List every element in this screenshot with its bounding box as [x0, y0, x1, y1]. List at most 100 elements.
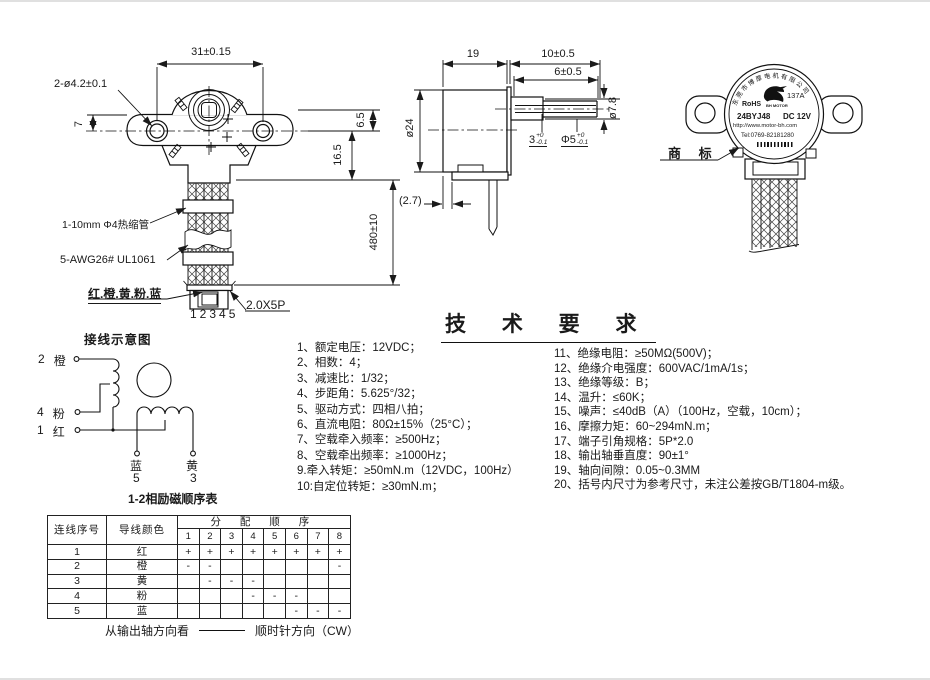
step-header: 8 [328, 528, 351, 545]
table-row: 3 黄 --- [47, 573, 351, 590]
dim-boss-dia: ø7.8 [607, 97, 619, 120]
tech-requirements-title: 技 术 要 求 [441, 308, 656, 343]
barcode [757, 142, 793, 147]
tech-item: 9.牵入转矩：≥50mN.m（12VDC，100Hz） [297, 465, 519, 478]
seq-cell [177, 573, 200, 590]
wire-color: 黄 [106, 573, 178, 590]
front-view [86, 60, 400, 312]
tech-item: 4、步距角：5.625°/32； [297, 388, 422, 401]
table-row: 5 蓝 --- [47, 603, 351, 619]
dim-ref-27: (2.7) [399, 195, 422, 207]
seq-cell: - [306, 603, 330, 619]
dim-offset-65: 6.5 [355, 112, 367, 128]
seq-cell: - [198, 573, 222, 590]
wire-number: 2 [47, 558, 107, 575]
tech-item: 17、端子引角规格：5P*2.0 [554, 435, 694, 448]
seq-cell [177, 588, 200, 605]
step-header: 3 [220, 528, 243, 545]
seq-cell [263, 558, 286, 575]
dim-flat-tol: 3+0-0.1 [529, 132, 548, 147]
tech-item: 14、温升：≤60K； [554, 391, 652, 404]
tech-item: 3、减速比：1/32； [297, 372, 395, 385]
seq-cell: - [177, 558, 200, 575]
footer-left: 从输出轴方向看 [105, 624, 190, 638]
rotation-direction-note: 从输出轴方向看 顺时针方向（CW） [105, 622, 359, 639]
col-header-wire-number: 连线序号 [47, 515, 107, 545]
label-model: 24BYJ48 [737, 112, 771, 121]
wiring-schematic [73, 356, 196, 457]
seq-cell [220, 603, 243, 619]
seq-cell [198, 603, 222, 619]
tech-item: 12、绝缘介电强度：600VAC/1mA/1s； [554, 362, 755, 375]
tech-item: 20、括号内尺寸为参考尺寸，未注公差按GB/T1804-m级。 [554, 479, 852, 492]
wire-color: 蓝 [106, 603, 178, 619]
label-voltage: DC 12V [783, 112, 812, 121]
seq-cell [306, 573, 330, 590]
dim-mount-holes: 2-ø4.2±0.1 [54, 78, 108, 90]
seq-cell: + [220, 544, 243, 560]
wire-color: 红 [106, 544, 178, 560]
wiring-title: 接线示意图 [84, 333, 152, 347]
seq-cell: - [263, 588, 286, 605]
direction-line [199, 629, 246, 631]
tech-item: 2、相数：4； [297, 357, 368, 370]
dim-shaft-total: 10±0.5 [541, 48, 575, 60]
seq-cell: - [284, 588, 308, 605]
seq-cell [241, 558, 265, 575]
terminal-3-yellow-num: 3 [190, 471, 197, 485]
excitation-sequence-table: 连线序号 导线颜色 分 配 顺 序 1 2 3 4 5 6 7 8 1 红 ++… [47, 515, 351, 619]
dim-body-dia: ø24 [404, 118, 416, 138]
step-header: 5 [263, 528, 286, 545]
tech-requirements-left: 1、额定电压：12VDC； 2、相数：4； 3、减速比：1/32； 4、步距角：… [297, 341, 519, 495]
dim-gearbox-165: 16.5 [332, 144, 344, 166]
step-header: 4 [241, 528, 265, 545]
tech-item: 11、绝缘电阻：≥50MΩ(500V)； [554, 348, 719, 360]
seq-cell [177, 603, 200, 619]
wire-color: 粉 [106, 588, 178, 605]
footer-right: 顺时针方向（CW） [255, 624, 360, 638]
label-logo-code: 137A [787, 91, 805, 100]
seq-cell: - [241, 573, 265, 590]
seq-cell: - [198, 558, 222, 575]
trademark-callout: 商 标 [668, 146, 719, 161]
tech-item: 7、空载牵入频率：≥500Hz； [297, 434, 447, 447]
table-row: 2 橙 --- [47, 558, 351, 575]
seq-cell: + [177, 544, 200, 560]
seq-cell: + [241, 544, 265, 560]
side-view [414, 60, 620, 236]
label-tel: Tel:0769-82181280 [741, 132, 794, 139]
label-connector-type: 2.0X5P [246, 298, 286, 312]
seq-cell: + [306, 544, 330, 560]
back-view: 东莞市博厚电机有限公司 [660, 63, 863, 253]
step-header: 2 [198, 528, 222, 545]
label-url: http://www.motor-bh.com [733, 123, 798, 129]
tech-item: 5、驱动方式：四相八拍； [297, 403, 430, 416]
tech-requirements-right: 11、绝缘电阻：≥50MΩ(500V)； 12、绝缘介电强度：600VAC/1m… [554, 347, 851, 493]
tech-item: 16、摩擦力矩：60~294mN.m； [554, 420, 717, 433]
seq-cell [328, 573, 351, 590]
table-row: 1 红 ++++++++ [47, 544, 351, 560]
dim-flat-length: 6±0.5 [554, 66, 582, 78]
seq-cell [284, 558, 308, 575]
seq-cell: - [328, 603, 351, 619]
col-header-wire-color: 导线颜色 [106, 515, 178, 545]
tech-item: 13、绝缘等级：B； [554, 377, 655, 390]
tech-item: 1、额定电压：12VDC； [297, 342, 421, 354]
seq-cell: - [284, 603, 308, 619]
wire-number: 4 [47, 588, 107, 605]
wire-number: 3 [47, 573, 107, 590]
label-wire-spec: 5-AWG26# UL1061 [60, 254, 156, 266]
seq-cell: + [284, 544, 308, 560]
wire-number: 1 [47, 544, 107, 560]
seq-cell [220, 558, 243, 575]
tech-item: 10:自定位转矩：≥30mN.m； [297, 480, 444, 493]
seq-cell: + [263, 544, 286, 560]
terminal-5-blue-color: 蓝 [130, 459, 143, 473]
col-header-sequence: 分 配 顺 序 [177, 515, 351, 529]
seq-cell [220, 588, 243, 605]
